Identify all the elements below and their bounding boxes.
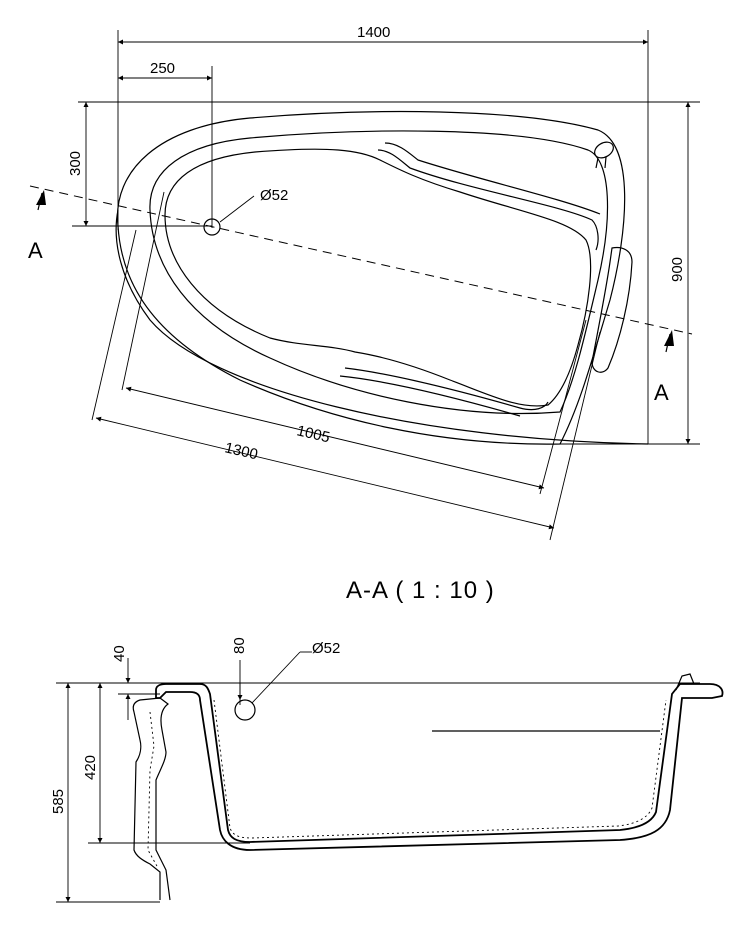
dim-420: 420 <box>82 683 103 843</box>
section-extension-lines <box>56 682 700 903</box>
dim-40: 40 <box>111 645 131 720</box>
drain-hole-section <box>234 699 256 721</box>
drain-leader-section <box>251 651 301 704</box>
section-arrow-right <box>664 330 674 353</box>
rim-detail-right <box>675 673 695 691</box>
bath-shell-outer <box>155 683 724 851</box>
bath-deck-edge <box>115 209 649 445</box>
bath-inner-rim <box>149 130 609 415</box>
section-line-a-a <box>29 185 693 335</box>
bath-basin-edge <box>164 148 592 407</box>
svg-text:1005: 1005 <box>295 422 331 446</box>
drain-leader <box>219 195 255 223</box>
dim-585: 585 <box>50 683 71 902</box>
svg-text:1400: 1400 <box>357 24 390 41</box>
section-view: Ø52 80 40 420 585 <box>50 637 724 903</box>
dim-300: 300 <box>67 102 89 226</box>
svg-text:585: 585 <box>50 789 67 814</box>
dim-900: 900 <box>669 102 691 444</box>
svg-text:900: 900 <box>669 257 686 282</box>
dim-1400: 1400 <box>118 24 648 45</box>
svg-text:250: 250 <box>150 60 175 77</box>
section-title: A-A ( 1 : 10 ) <box>346 577 495 604</box>
drain-diameter-label-top: Ø52 <box>260 187 288 204</box>
overflow-knob <box>594 141 614 169</box>
top-view: Ø52 A A 1400 250 300 900 <box>28 24 700 541</box>
section-marker-right: A <box>654 380 669 405</box>
svg-text:80: 80 <box>231 637 248 654</box>
bath-apron <box>132 697 171 901</box>
dim-1005: 1005 <box>121 191 587 495</box>
drain-diameter-label-section: Ø52 <box>312 640 340 657</box>
bath-top-recess-inner <box>384 142 601 215</box>
dim-250: 250 <box>118 60 212 81</box>
bath-top-recess <box>377 149 599 251</box>
bath-outer-rim <box>116 110 626 445</box>
bath-shell-inner-dotted <box>213 699 667 839</box>
svg-text:1300: 1300 <box>223 439 259 463</box>
section-marker-left: A <box>28 238 43 263</box>
headrest <box>591 246 633 373</box>
svg-text:420: 420 <box>82 755 99 780</box>
svg-text:40: 40 <box>111 645 128 662</box>
dim-1300: 1300 <box>91 229 601 541</box>
dim-80: 80 <box>231 637 248 700</box>
svg-text:300: 300 <box>67 151 84 176</box>
bath-apron-dotted <box>147 711 159 869</box>
drain-hole-top <box>203 218 221 236</box>
section-arrow-left <box>36 190 46 211</box>
